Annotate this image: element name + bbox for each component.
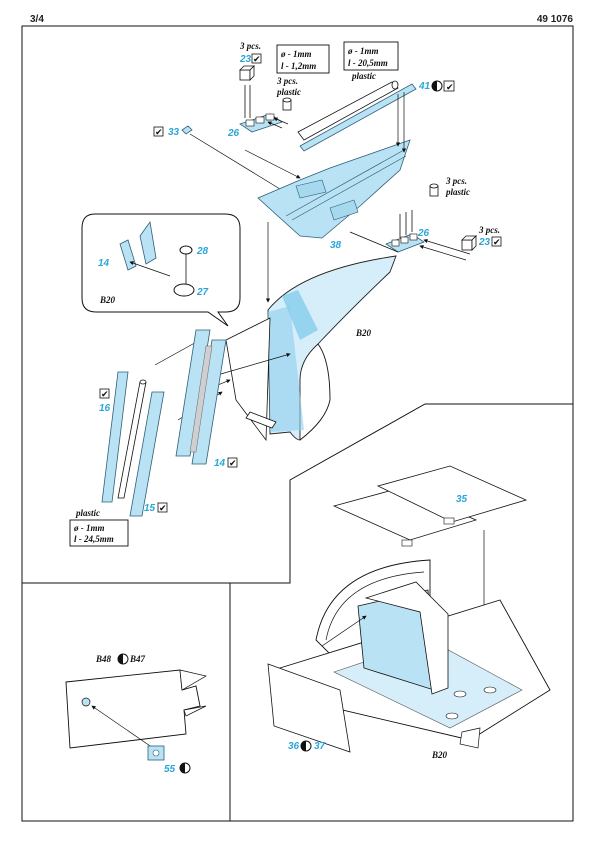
etched-plate-55 bbox=[147, 745, 165, 761]
etched-strip-15 bbox=[129, 391, 165, 517]
b48-label: B48 bbox=[95, 654, 112, 664]
page-number: 3/4 bbox=[30, 14, 44, 25]
part-55-number: 55 bbox=[164, 764, 176, 775]
check-icon bbox=[491, 236, 502, 247]
rod-spec-box-3: ø - 1mm l - 24,5mm bbox=[69, 519, 129, 547]
b20-inset-label: B20 bbox=[99, 295, 116, 305]
rod3-diameter: ø - 1mm bbox=[73, 523, 105, 533]
svg-text:✔: ✔ bbox=[159, 504, 167, 514]
part-26b-number: 26 bbox=[417, 228, 430, 239]
bracket-group-26-right bbox=[349, 210, 471, 261]
rod2-diameter: ø - 1mm bbox=[347, 46, 379, 56]
b47-label: B47 bbox=[129, 654, 146, 664]
etched-strip-14 bbox=[175, 329, 227, 465]
check-icon bbox=[251, 53, 262, 64]
cube-icon bbox=[461, 235, 477, 251]
pcs-label-right2: 3 pcs. bbox=[478, 225, 500, 235]
etched-strip-16 bbox=[101, 371, 129, 503]
part-36-number: 36 bbox=[288, 741, 300, 752]
bracket-group-26-top bbox=[239, 85, 289, 133]
part-14a-number: 14 bbox=[98, 258, 110, 269]
part-41-number: 41 bbox=[418, 81, 431, 92]
part-16-number: 16 bbox=[99, 403, 111, 414]
part-23a-number: 23 bbox=[239, 54, 252, 65]
check-icon bbox=[443, 80, 455, 92]
side-panel-36 bbox=[267, 663, 351, 753]
part-28-number: 28 bbox=[196, 246, 209, 257]
cylinder-icon bbox=[282, 97, 292, 111]
part-23b-number: 23 bbox=[478, 237, 491, 248]
page-frame bbox=[21, 25, 574, 822]
plastic-label-top: plastic bbox=[351, 71, 376, 81]
plastic-label-right: plastic bbox=[445, 187, 470, 197]
canopy-glass-b20 bbox=[225, 255, 397, 442]
svg-text:✔: ✔ bbox=[229, 459, 237, 469]
pcs-label-right: 3 pcs. bbox=[445, 176, 467, 186]
rod-spec-box-2: ø - 1mm l - 20,5mm bbox=[343, 41, 399, 71]
plastic-label-rod: plastic bbox=[276, 87, 301, 97]
product-code: 49 1076 bbox=[536, 14, 573, 25]
check-icon bbox=[157, 502, 168, 513]
rod-spec-box-1: ø - 1mm l - 1,2mm bbox=[276, 44, 330, 74]
part-27-number: 27 bbox=[196, 287, 209, 298]
part-33-number: 33 bbox=[168, 127, 180, 138]
svg-text:✔: ✔ bbox=[101, 390, 109, 400]
plastic-label-rod-bottom: plastic bbox=[75, 508, 100, 518]
svg-text:✔: ✔ bbox=[446, 83, 454, 93]
cylinder-icon bbox=[429, 183, 439, 197]
rod1-length: l - 1,2mm bbox=[281, 61, 316, 71]
plastic-rod-long bbox=[297, 80, 399, 141]
plastic-rod-vertical bbox=[117, 379, 147, 499]
check-icon bbox=[99, 388, 110, 399]
svg-text:✔: ✔ bbox=[493, 238, 501, 248]
rod3-length: l - 24,5mm bbox=[74, 534, 114, 544]
pcs-label-top: 3 pcs. bbox=[239, 41, 261, 51]
b20-bottom-label: B20 bbox=[431, 750, 448, 760]
part-26a-number: 26 bbox=[227, 128, 240, 139]
part-37-number: 37 bbox=[314, 741, 326, 752]
part-15-number: 15 bbox=[144, 503, 156, 514]
svg-text:✔: ✔ bbox=[253, 55, 261, 65]
detail-inset bbox=[81, 213, 241, 327]
check-icon bbox=[227, 457, 238, 468]
floor-plate-35 bbox=[332, 465, 528, 547]
etched-strip-41 bbox=[299, 83, 417, 152]
pcs-label-top2: 3 pcs. bbox=[276, 76, 298, 86]
part-33-shape bbox=[181, 125, 193, 135]
part-38-number: 38 bbox=[330, 240, 342, 251]
cockpit-floor-b20 bbox=[279, 559, 551, 749]
rod1-diameter: ø - 1mm bbox=[280, 49, 312, 59]
part-14b-number: 14 bbox=[214, 458, 226, 469]
instrument-panel bbox=[65, 669, 207, 749]
floor-plate-38 bbox=[257, 139, 411, 239]
check-icon bbox=[153, 126, 164, 137]
svg-text:✔: ✔ bbox=[155, 128, 163, 138]
b20-canopy-label: B20 bbox=[355, 328, 372, 338]
rod2-length: l - 20,5mm bbox=[348, 58, 388, 68]
part-35-number: 35 bbox=[456, 494, 468, 505]
cube-icon bbox=[239, 65, 255, 81]
